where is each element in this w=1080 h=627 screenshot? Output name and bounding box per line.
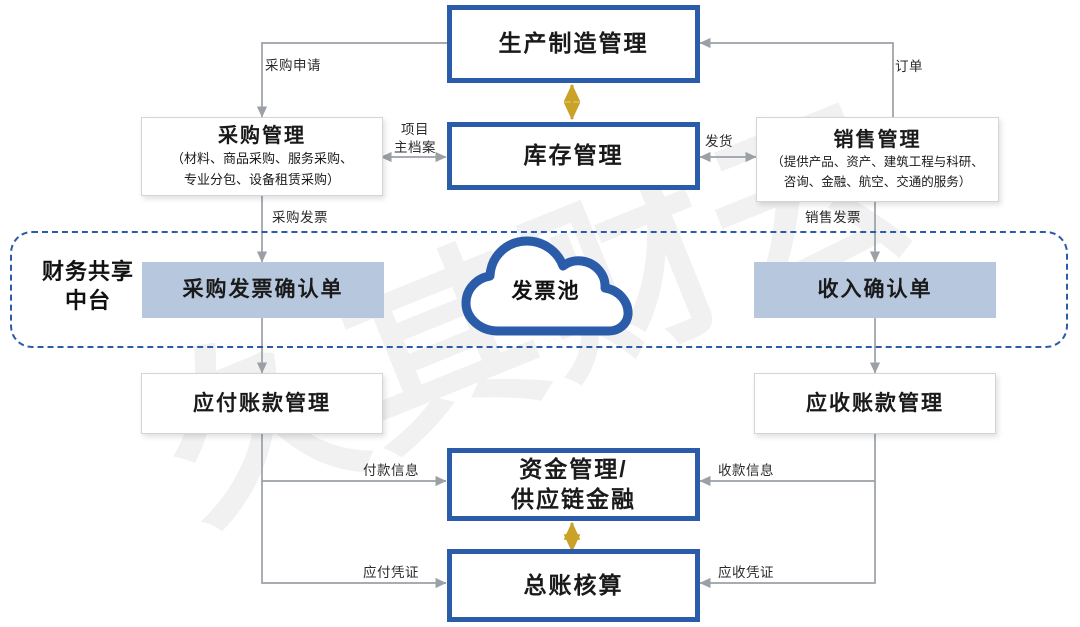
band-label-line-2: 中台 — [64, 287, 111, 313]
invoice-pool-label: 发票池 — [511, 280, 581, 303]
node-subtitle-line-2: 咨询、金融、航空、交通的服务） — [783, 174, 972, 189]
edge-label-line-2: 主档案 — [394, 140, 436, 156]
edge-label-sales-invoice: 销售发票 — [805, 210, 861, 225]
node-inventory-management[interactable]: 库存管理 — [447, 122, 700, 190]
edge-label-receipt-info: 收款信息 — [718, 463, 774, 478]
node-title-line-2: 供应链金融 — [511, 485, 636, 512]
node-title: 库存管理 — [523, 142, 624, 169]
edge-label-purchase-request: 采购申请 — [265, 58, 321, 73]
node-general-ledger[interactable]: 总账核算 — [447, 549, 700, 622]
node-subtitle-line-1: （材料、商品采购、服务采购、 — [170, 151, 353, 167]
node-title: 应付账款管理 — [193, 391, 331, 415]
band-label-line-1: 财务共享 — [41, 259, 134, 284]
edge-label-receivable-voucher: 应收凭证 — [718, 565, 774, 580]
node-title: 采购发票确认单 — [182, 278, 344, 302]
edge-label-payable-voucher: 应付凭证 — [363, 565, 419, 580]
node-title: 销售管理 — [833, 129, 922, 152]
node-fund-management[interactable]: 资金管理/ 供应链金融 — [447, 448, 700, 521]
node-purchasing-management[interactable]: 采购管理 （材料、商品采购、服务采购、 专业分包、设备租赁采购） — [141, 117, 383, 196]
invoice-pool-cloud-icon — [461, 236, 633, 336]
edge-label-purchase-invoice: 采购发票 — [272, 210, 328, 225]
edge-label-project-master-file: 项目 主档案 — [386, 121, 444, 157]
financial-shared-center-label: 财务共享 中台 — [28, 258, 148, 315]
node-sales-management[interactable]: 销售管理 （提供产品、资产、建筑工程与科研、 咨询、金融、航空、交通的服务） — [756, 117, 999, 202]
node-title: 采购管理 — [218, 125, 306, 148]
node-subtitle-line-1: （提供产品、资产、建筑工程与科研、 — [771, 155, 984, 170]
node-title: 生产制造管理 — [498, 30, 649, 57]
node-title: 收入确认单 — [817, 278, 933, 302]
node-title: 应收账款管理 — [806, 391, 944, 415]
node-production-management[interactable]: 生产制造管理 — [447, 5, 700, 83]
edge-label-line-1: 项目 — [401, 122, 429, 137]
node-accounts-receivable-management[interactable]: 应收账款管理 — [754, 373, 996, 434]
edge-label-order: 订单 — [895, 59, 923, 74]
node-income-confirmation[interactable]: 收入确认单 — [754, 262, 996, 318]
node-subtitle-line-2: 专业分包、设备租赁采购） — [183, 171, 340, 187]
edge-label-shipment: 发货 — [705, 134, 733, 149]
node-accounts-payable-management[interactable]: 应付账款管理 — [141, 373, 383, 434]
node-purchase-invoice-confirmation[interactable]: 采购发票确认单 — [142, 262, 384, 318]
node-title: 总账核算 — [523, 571, 624, 598]
node-title: 资金管理/ — [519, 455, 628, 482]
edge-label-payment-info: 付款信息 — [363, 463, 419, 478]
financial-shared-center-band — [10, 231, 1068, 348]
